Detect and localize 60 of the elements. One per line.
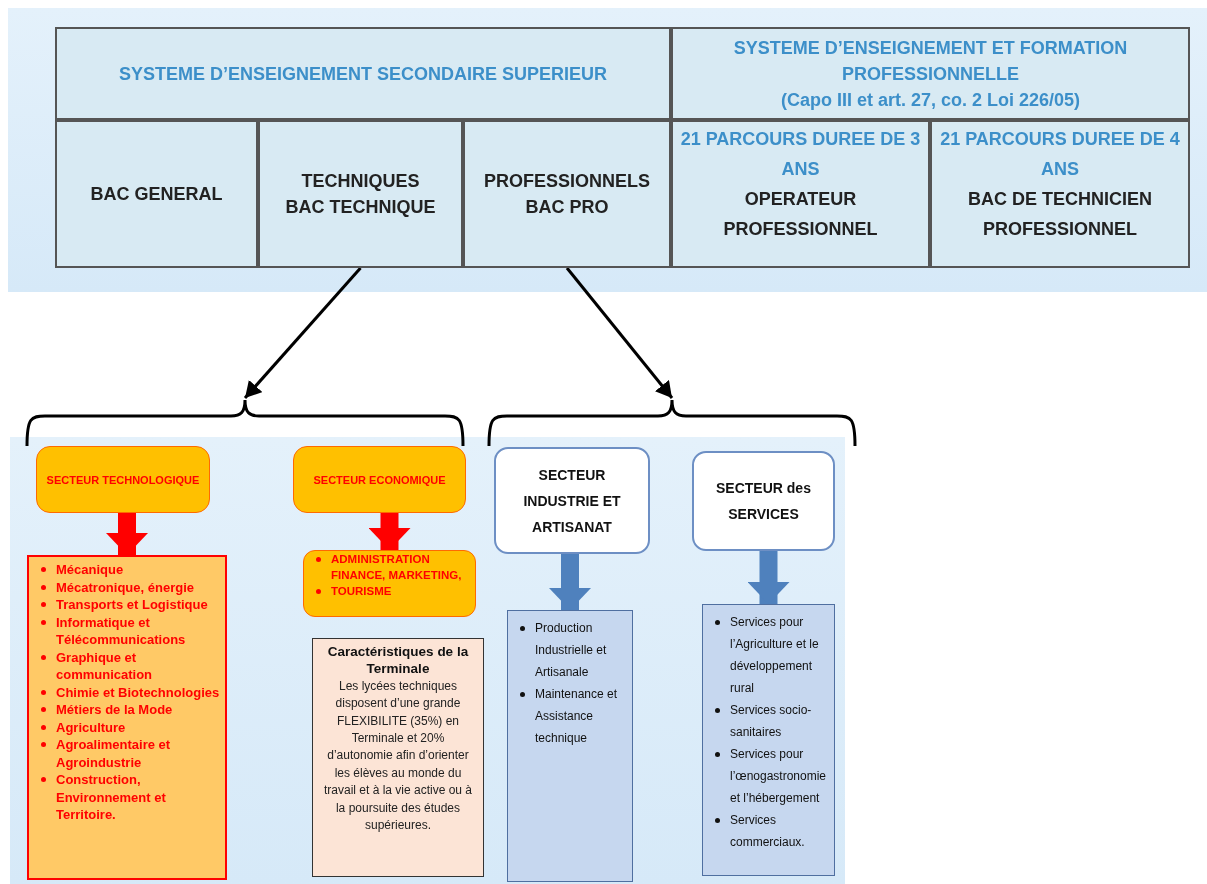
cell-text: PROFESSIONNELS	[484, 170, 650, 193]
sector-box	[36, 446, 210, 513]
list-item: Services commerciaux.	[730, 812, 806, 851]
list-item: Mécatronique, énergie	[56, 578, 194, 596]
list-item: Maintenance et Assistance technique	[535, 686, 619, 747]
cell-text: BAC PRO	[525, 196, 609, 219]
table-cell	[671, 27, 1190, 120]
list-item: Transports et Logistique	[56, 596, 208, 614]
cell-text: BAC DE TECHNICIEN PROFESSIONNEL	[967, 188, 1153, 241]
list-item: Graphique et communication	[56, 648, 154, 684]
curly-brace	[487, 398, 857, 448]
cell-text: SYSTEME D’ENSEIGNEMENT ET FORMATION PROFESSIONNELLE	[732, 36, 1129, 86]
list-item: Métiers de la Mode	[56, 701, 173, 719]
arrow	[565, 267, 674, 399]
cell-text: BAC GENERAL	[90, 183, 223, 206]
table-cell	[463, 120, 671, 268]
list-item: Services pour l’œnogastronomie et l’hébergement	[730, 746, 828, 807]
block-arrow	[106, 513, 148, 555]
list-item: ADMINISTRATION FINANCE, MARKETING,	[331, 552, 463, 583]
cell-text: OPERATEUR PROFESSIONNEL	[722, 188, 879, 241]
sector-title: SECTEUR des SERVICES	[715, 479, 812, 524]
curly-brace	[25, 398, 465, 448]
list-box	[27, 555, 227, 880]
info-box	[312, 638, 484, 877]
list-item: Chimie et Biotechnologies	[56, 683, 220, 701]
table-cell	[55, 120, 258, 268]
list-item: Mécanique	[56, 561, 124, 579]
arrow	[243, 267, 362, 399]
block-arrow	[549, 554, 591, 610]
list-box	[303, 550, 476, 617]
list-item: Services socio-sanitaires	[730, 702, 813, 741]
table-cell	[930, 120, 1190, 268]
list-box	[507, 610, 633, 882]
cell-text: BAC TECHNIQUE	[285, 196, 436, 219]
cell-text: TECHNIQUES	[301, 170, 420, 193]
info-heading: Caractéristiques de la Terminale	[326, 643, 470, 678]
list-item: Production Industrielle et Artisanale	[535, 620, 608, 681]
block-arrow	[747, 551, 790, 604]
list-item: Agroalimentaire et Agroindustrie	[56, 736, 172, 771]
table-cell	[258, 120, 463, 268]
table-cell	[55, 27, 671, 120]
list-box	[702, 604, 835, 876]
list-item: TOURISME	[331, 584, 392, 599]
sector-title: SECTEUR TECHNOLOGIQUE	[46, 473, 200, 486]
table-cell	[671, 120, 930, 268]
sector-box	[293, 446, 466, 513]
sector-box	[692, 451, 835, 551]
list-item: Services pour l’Agriculture et le développement rural	[730, 614, 820, 697]
sector-title: SECTEUR ECONOMIQUE	[313, 473, 446, 486]
list-item: Construction, Environnement et Territoire.	[56, 771, 167, 824]
list-item: Informatique et Télécommunications	[56, 613, 187, 649]
list-item: Agriculture	[56, 718, 126, 736]
sector-box	[494, 447, 650, 554]
cell-text: 21 PARCOURS DUREE DE 3 ANS	[679, 128, 922, 181]
cell-text: (Capo III et art. 27, co. 2 Loi 226/05)	[780, 88, 1081, 112]
sector-title: SECTEUR INDUSTRIE ET ARTISANAT	[522, 465, 622, 537]
cell-text: 21 PARCOURS DUREE DE 4 ANS	[939, 128, 1181, 181]
cell-text: SYSTEME D’ENSEIGNEMENT SECONDAIRE SUPERIEUR	[118, 62, 608, 86]
info-text: Les lycées techniques disposent d’une grande FLEXIBILITE (35%) en Terminale et 20% d’autonomie afin d’orienter les élèves au monde du travail et à la vie active ou à la poursuite des études supérieures.	[322, 677, 474, 835]
block-arrow	[368, 513, 411, 550]
